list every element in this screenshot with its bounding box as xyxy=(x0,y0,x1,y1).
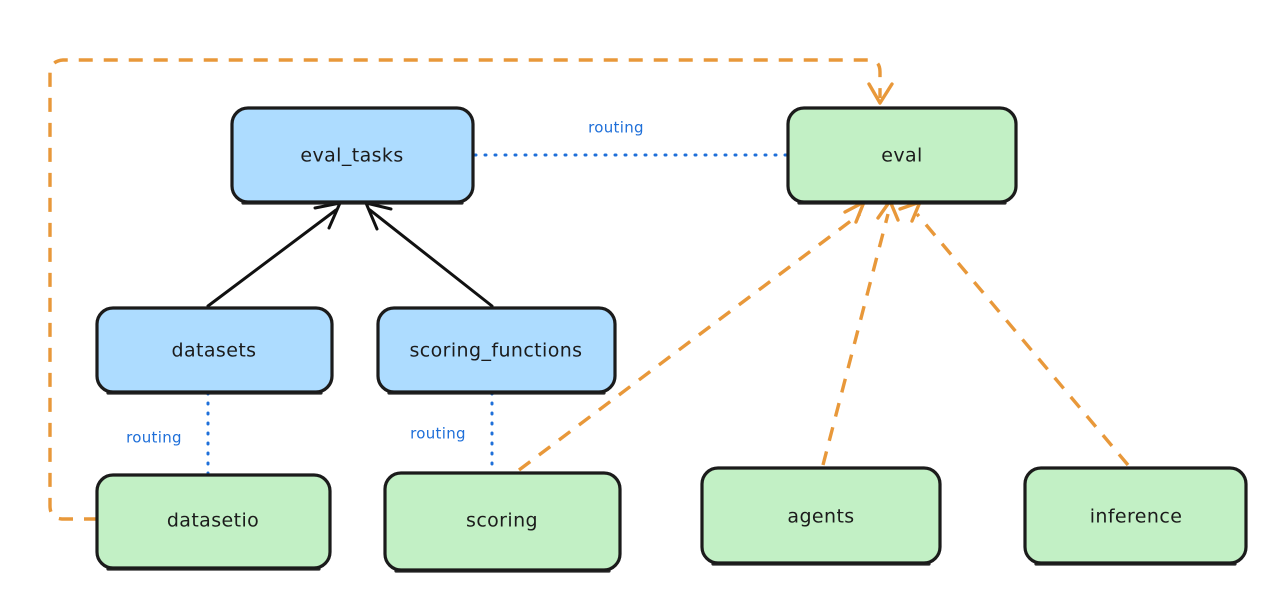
node-eval-tasks[interactable]: eval_tasks xyxy=(230,106,475,205)
dependency-path-scoring-eval xyxy=(517,212,862,472)
arrowhead-inference-eval xyxy=(898,200,922,223)
node-datasets[interactable]: datasets xyxy=(95,306,334,395)
node-inference-label: inference xyxy=(1090,506,1183,528)
edge-datasetio-to-eval xyxy=(48,58,894,521)
solid-path-scoring-functions-eval-tasks xyxy=(368,208,494,308)
edge-inference-to-eval xyxy=(898,200,1130,467)
node-scoring-label: scoring xyxy=(466,510,538,532)
edge-eval-tasks-to-eval: routing xyxy=(473,119,788,157)
edge-datasets-to-eval-tasks xyxy=(206,201,342,308)
node-datasetio[interactable]: datasetio xyxy=(95,473,332,571)
edge-scoring-functions-to-eval-tasks xyxy=(364,201,494,308)
solid-path-datasets-eval-tasks xyxy=(206,208,338,308)
dependency-path-inference-eval xyxy=(915,212,1130,467)
edge-datasets-to-datasetio: routing xyxy=(126,391,210,476)
node-eval-tasks-label: eval_tasks xyxy=(300,145,403,167)
dependency-path-agents-eval xyxy=(821,213,890,466)
node-scoring[interactable]: scoring xyxy=(383,471,622,573)
node-scoring-functions-label: scoring_functions xyxy=(410,340,583,362)
node-datasets-label: datasets xyxy=(172,340,257,362)
edge-label-routing-datasets: routing xyxy=(126,429,182,447)
node-eval[interactable]: eval xyxy=(786,106,1018,205)
node-datasetio-label: datasetio xyxy=(167,510,259,532)
edge-agents-to-eval xyxy=(821,199,900,466)
arrowhead-scoring-eval xyxy=(843,200,866,224)
arrowhead-datasetio-eval xyxy=(867,82,894,105)
node-eval-label: eval xyxy=(881,145,922,167)
edge-label-routing-eval-tasks: routing xyxy=(588,119,644,137)
edge-label-routing-scoring-functions: routing xyxy=(410,425,466,443)
edge-scoring-functions-to-scoring: routing xyxy=(410,391,494,474)
node-agents[interactable]: agents xyxy=(700,466,942,566)
node-agents-label: agents xyxy=(787,506,854,528)
node-scoring-functions[interactable]: scoring_functions xyxy=(376,306,617,395)
node-inference[interactable]: inference xyxy=(1023,466,1248,566)
